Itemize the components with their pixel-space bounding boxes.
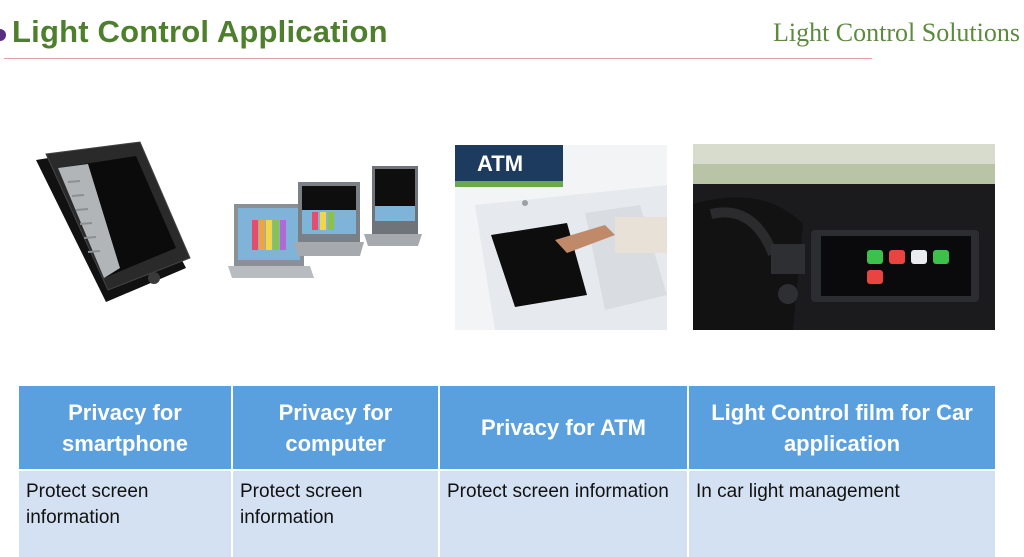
applications-table: Privacy for smartphone Privacy for compu… — [19, 386, 995, 557]
cell-computer: Protect screen information — [232, 469, 440, 557]
cell-atm: Protect screen information — [439, 469, 689, 557]
atm-privacy-image: ATM — [455, 145, 667, 330]
header-divider — [4, 58, 872, 59]
brand-name: Light Control Solutions — [772, 18, 1020, 47]
header-atm: Privacy for ATM — [439, 386, 689, 470]
header-computer: Privacy for computer — [232, 386, 440, 470]
atm-sign-text: ATM — [477, 151, 524, 176]
table-header-row: Privacy for smartphone Privacy for compu… — [19, 386, 995, 470]
table-row: Protect screen information Protect scree… — [19, 469, 995, 557]
cell-smartphone: Protect screen information — [19, 469, 233, 557]
car-dashboard-image — [693, 144, 995, 330]
header-car: Light Control film for Car application — [688, 386, 995, 470]
title-bullet — [0, 29, 6, 41]
smartphone-privacy-image — [28, 140, 198, 310]
header-smartphone: Privacy for smartphone — [19, 386, 233, 470]
computer-privacy-image — [228, 160, 424, 288]
cell-car: In car light management — [688, 469, 995, 557]
page-title: Light Control Application — [12, 14, 388, 49]
